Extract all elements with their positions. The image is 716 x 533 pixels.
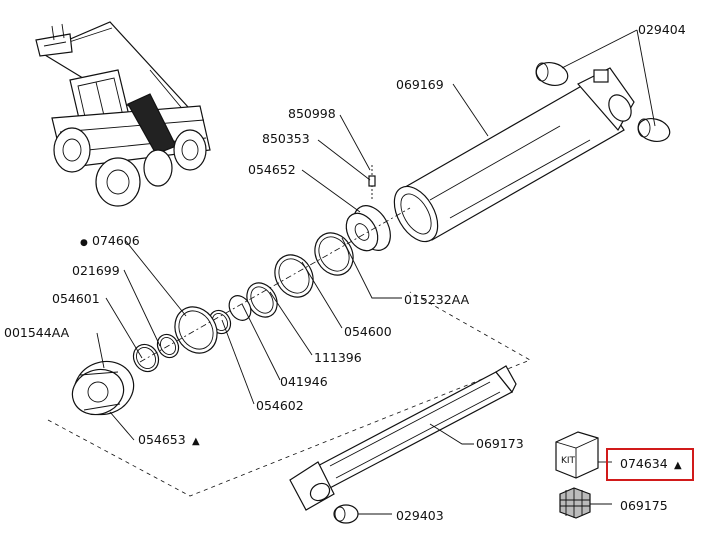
leader-lines (96, 29, 656, 515)
label-054600: 054600 (344, 324, 392, 339)
label-111396: 111396 (314, 350, 362, 365)
triangle-marker-074634: ▲ (674, 460, 682, 471)
label-069169: 069169 (396, 77, 444, 92)
label-054652: 054652 (248, 162, 296, 177)
triangle-marker-054653: ▲ (192, 436, 200, 447)
label-069175: 069175 (620, 498, 668, 513)
label-015232AA: 015232AA (404, 292, 470, 307)
label-041946: 041946 (280, 374, 328, 389)
label-074606: 074606 (92, 233, 140, 248)
label-054653: 054653 (138, 432, 186, 447)
seal-rings (132, 207, 411, 373)
label-074634: 074634 (620, 456, 668, 471)
piston-rod-069173 (289, 365, 517, 524)
label-029403: 029403 (396, 508, 444, 523)
kit-box-icon: KIT (555, 431, 599, 479)
label-850998: 850998 (288, 106, 336, 121)
grid-cube-icon (559, 487, 591, 519)
telehandler-illustration (35, 21, 211, 207)
seal-kit-boundary (47, 291, 531, 497)
highlight-box-074634 (606, 448, 694, 481)
label-850353: 850353 (262, 131, 310, 146)
label-001544AA: 001544AA (4, 325, 70, 340)
piston-054652 (345, 165, 391, 252)
label-054602: 054602 (256, 398, 304, 413)
label-054601: 054601 (52, 291, 100, 306)
cylinder-tube-069169 (393, 61, 671, 243)
label-069173: 069173 (476, 436, 524, 451)
cylinder-head-054653 (71, 360, 135, 416)
label-029404: 029404 (638, 22, 686, 37)
kit-box-label: KIT (561, 456, 576, 466)
dot-marker-074606: ● (80, 238, 88, 248)
label-021699: 021699 (72, 263, 120, 278)
